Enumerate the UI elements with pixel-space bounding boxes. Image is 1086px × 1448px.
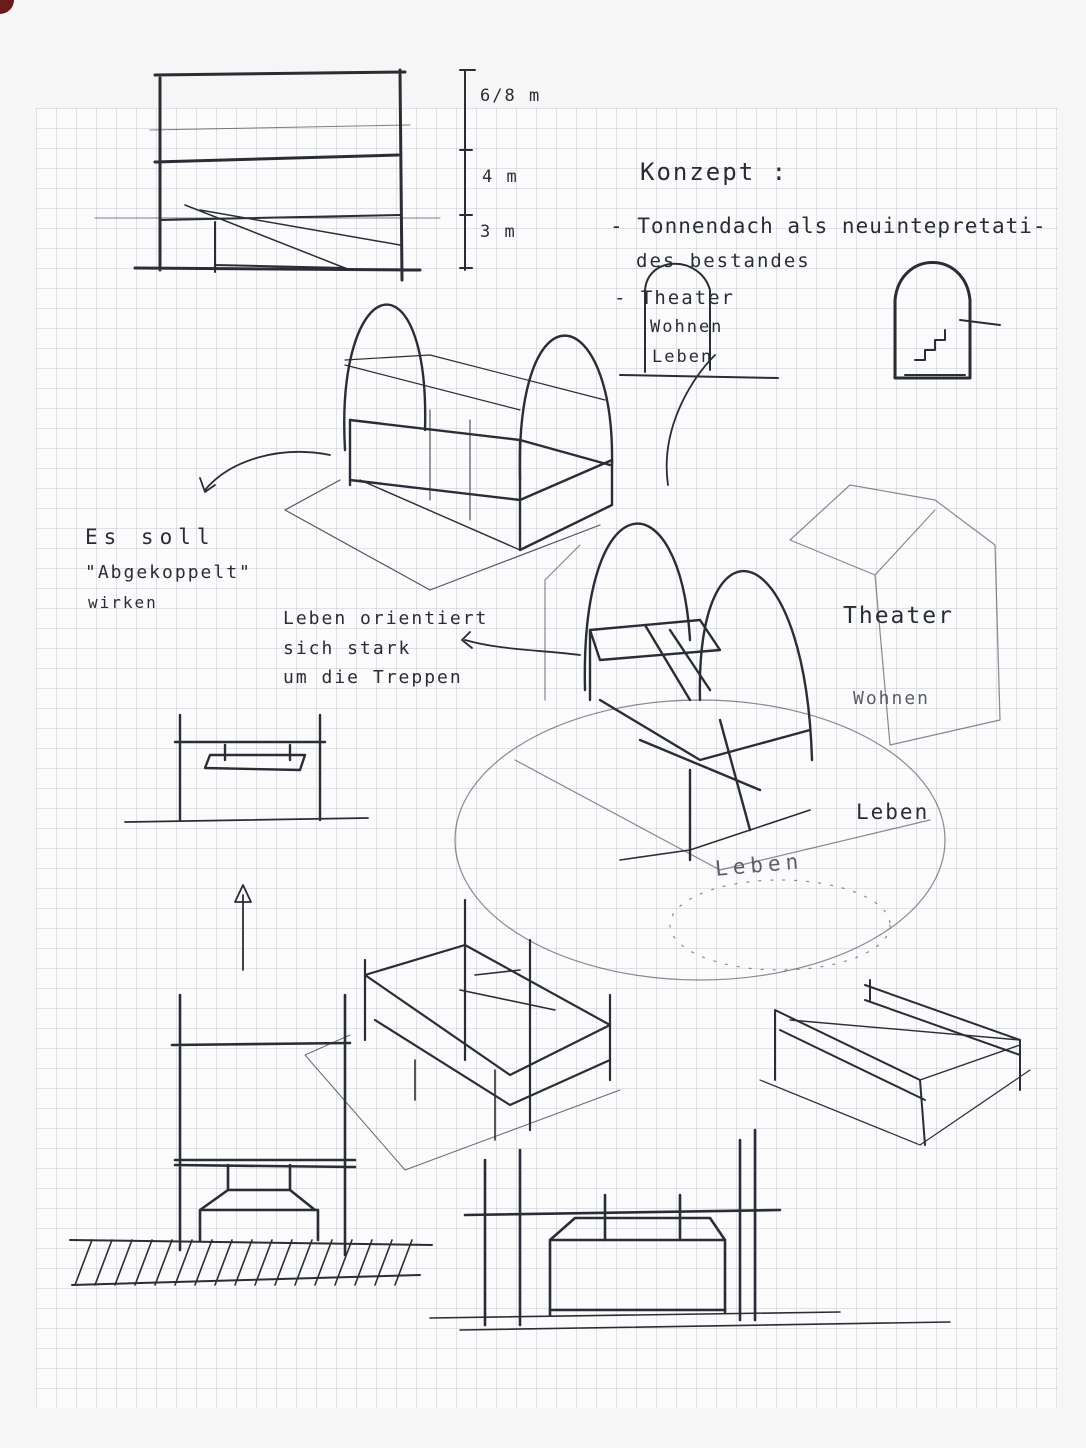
- label-theater: Theater: [843, 603, 954, 629]
- concept-item1-line2: des bestandes: [636, 250, 811, 272]
- grid-paper: [36, 108, 1058, 1408]
- label-wohnen: Wohnen: [853, 688, 931, 709]
- note-abgekoppelt-line1: Es soll: [85, 525, 216, 549]
- note-treppen-line2: sich stark: [283, 638, 412, 659]
- concept-item2-line3: Leben: [652, 347, 714, 367]
- note-abgekoppelt-line2: "Abgekoppelt": [85, 562, 252, 583]
- small-section-concept: [619, 262, 779, 379]
- label-leben: Leben: [856, 800, 930, 824]
- vault-perspective-middle: [583, 522, 814, 862]
- frame-perspective-bottom: [304, 898, 621, 1171]
- scale-label-bottom: 3 m: [480, 222, 517, 242]
- height-scale: [459, 69, 476, 271]
- surrounding-context: [454, 484, 1001, 981]
- concept-item2-line1: - Theater: [614, 287, 735, 309]
- scale-label-top: 6/8 m: [480, 86, 542, 106]
- note-treppen-line1: Leben orientiert: [283, 608, 489, 629]
- scale-label-middle: 4 m: [482, 167, 519, 187]
- arrow-annotations: [199, 354, 716, 971]
- concept-item2-line2: Wohnen: [650, 317, 724, 337]
- plinth-perspective-right: [759, 979, 1031, 1146]
- concept-item1-line1: - Tonnendach als neuintepretati-: [610, 214, 1047, 238]
- small-section-stairs: [893, 261, 1001, 380]
- note-abgekoppelt-line3: wirken: [88, 593, 158, 612]
- elevation-bottom-middle: [429, 1128, 951, 1331]
- note-treppen-line3: um die Treppen: [283, 667, 463, 688]
- elevation-large-left: [69, 993, 433, 1286]
- elevation-small-left: [124, 713, 369, 823]
- concept-heading: Konzept :: [640, 158, 789, 186]
- vault-perspective-top: [284, 303, 614, 591]
- section-elevation-top: [94, 68, 441, 282]
